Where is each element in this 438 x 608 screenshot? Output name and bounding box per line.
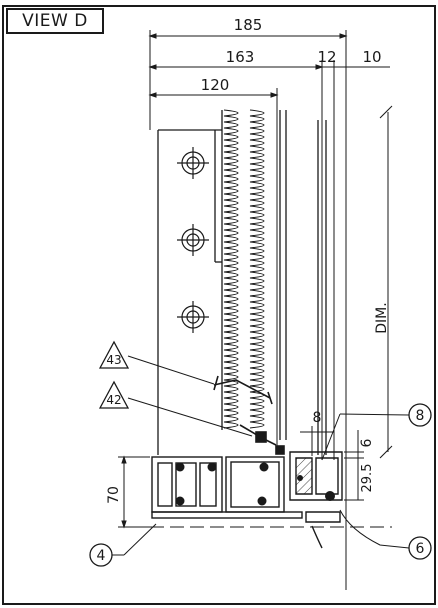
insulation-layer-2 [249,109,265,429]
callout-4-label: 4 [97,548,106,564]
dim-163-label: 163 [226,48,255,66]
dim-10-label: 10 [362,48,381,66]
dim-70 [118,455,150,529]
callout-42: 42 [98,380,253,437]
dim-8-label: 8 [313,410,322,426]
dim-120-label: 120 [201,76,230,94]
dim-12-label: 12 [317,48,336,66]
bottom-profile [151,451,343,549]
bolt-2 [177,224,209,256]
dim-29-5-label: 29.5 [360,464,375,493]
view-title: VIEW D [22,11,88,31]
bolt-fasteners [177,147,209,333]
dim-vertical [379,105,393,459]
bolt-3 [177,301,209,333]
callout-6: 6 [339,509,432,560]
callout-42-label: 42 [106,393,121,407]
dim-185-label: 185 [234,16,263,34]
callout-6-label: 6 [416,541,425,557]
bolt-1 [177,147,209,179]
dim-small [300,426,364,501]
callout-8-label: 8 [416,408,425,424]
callout-43: 43 [98,340,215,385]
top-dimensions [148,30,390,590]
view-label-frame [6,8,104,34]
callout-4: 4 [89,523,157,567]
insulation-layer [223,109,239,429]
callout-8: 8 [321,403,432,461]
dim-6-label: 6 [359,438,375,447]
callout-43-label: 43 [106,353,121,367]
dim-height-label: DIM. [374,302,390,333]
drawing-border [2,5,436,605]
dim-70-label: 70 [106,486,122,504]
profile-screws [175,462,335,506]
main-panel [157,110,327,455]
clip-brackets [213,375,285,455]
